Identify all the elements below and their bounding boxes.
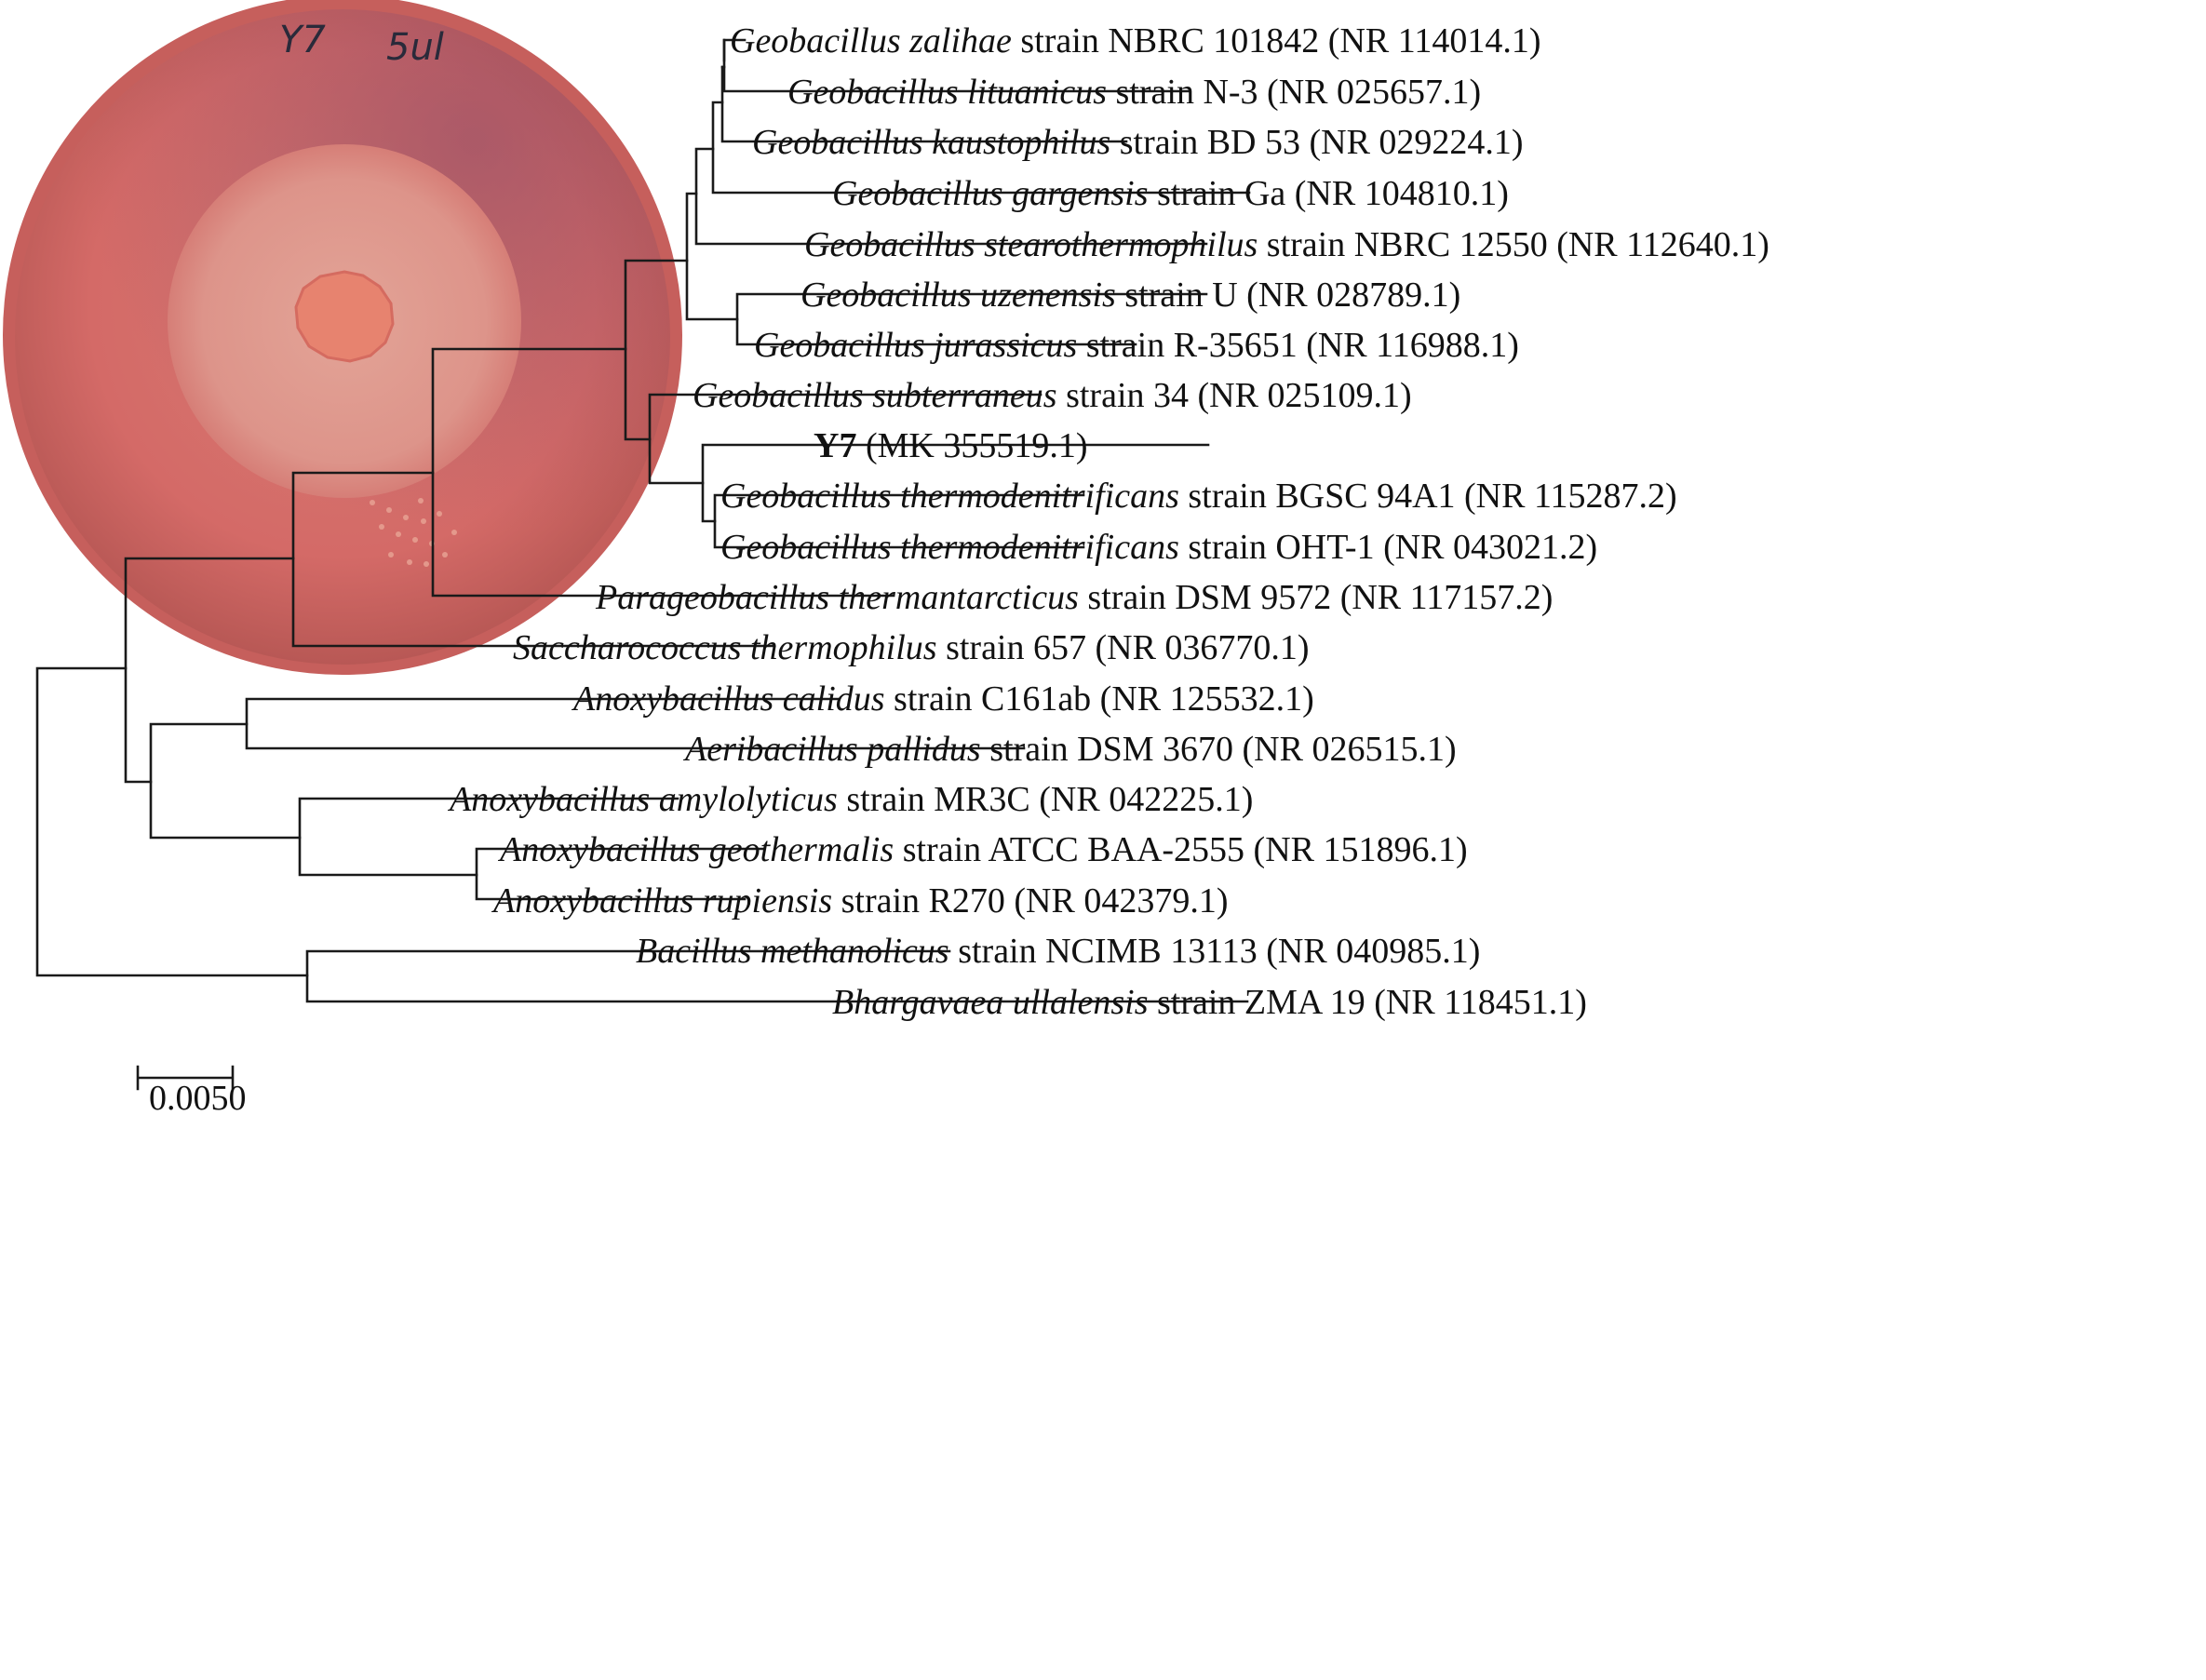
branch-anoxy-node xyxy=(149,722,302,840)
tree-branches xyxy=(35,38,1251,1003)
plate-label-left: Y7 xyxy=(279,19,326,61)
taxon-label: Geobacillus gargensis strain Ga (NR 1048… xyxy=(832,174,1509,213)
scale-bar-label: 0.0050 xyxy=(149,1079,247,1118)
branch-lituanicus-kaustophilus xyxy=(720,38,1191,143)
agar-plate-photo: Y7 5ul xyxy=(3,0,682,675)
taxon-label: Anoxybacillus rupiensis strain R270 (NR … xyxy=(491,881,1229,921)
colony xyxy=(294,270,395,363)
taxon-label: Geobacillus lituanicus strain N-3 (NR 02… xyxy=(787,73,1481,112)
taxon-label: Anoxybacillus geothermalis strain ATCC B… xyxy=(497,830,1468,869)
taxon-label: Geobacillus jurassicus strain R-35651 (N… xyxy=(754,326,1519,365)
taxon-label: Geobacillus zalihae strain NBRC 101842 (… xyxy=(730,21,1541,60)
branch-geo-node-c xyxy=(685,192,739,321)
taxon-label: Saccharococcus thermophilus strain 657 (… xyxy=(513,628,1310,667)
taxon-label: Geobacillus subterraneus strain 34 (NR 0… xyxy=(693,376,1412,415)
taxon-label: Anoxybacillus calidus strain C161ab (NR … xyxy=(571,679,1314,719)
branch-geo-node-a xyxy=(711,101,1251,195)
branch-ingroup xyxy=(124,557,295,784)
colony-dots xyxy=(370,498,457,567)
taxon-label: Geobacillus thermodenitrificans strain O… xyxy=(720,528,1597,567)
taxon-label: Anoxybacillus amylolyticus strain MR3C (… xyxy=(447,780,1253,819)
taxon-label: Geobacillus uzenensis strain U (NR 02878… xyxy=(800,276,1460,315)
scale-bar-line xyxy=(136,1065,235,1091)
taxon-label: Bacillus methanolicus strain NCIMB 13113… xyxy=(636,932,1480,971)
taxon-label: Bhargavaea ullalensis strain ZMA 19 (NR … xyxy=(832,983,1587,1022)
taxon-labels: Geobacillus zalihae strain NBRC 101842 (… xyxy=(447,21,1769,1022)
branch-root xyxy=(35,666,309,977)
taxon-label: Parageobacillus thermantarcticus strain … xyxy=(595,578,1553,617)
taxon-label: Geobacillus kaustophilus strain BD 53 (N… xyxy=(752,123,1524,162)
branch-geo-node-b xyxy=(694,147,1208,246)
taxon-label-y7: Y7 (MK 355519.1) xyxy=(814,426,1088,465)
scale-bar: 0.0050 xyxy=(136,1065,247,1118)
plate-label-right: 5ul xyxy=(386,26,444,69)
taxon-label: Geobacillus stearothermophilus strain NB… xyxy=(804,225,1769,264)
taxon-label: Aeribacillus pallidus strain DSM 3670 (N… xyxy=(682,730,1457,769)
taxon-label: Geobacillus thermodenitrificans strain B… xyxy=(720,477,1677,516)
